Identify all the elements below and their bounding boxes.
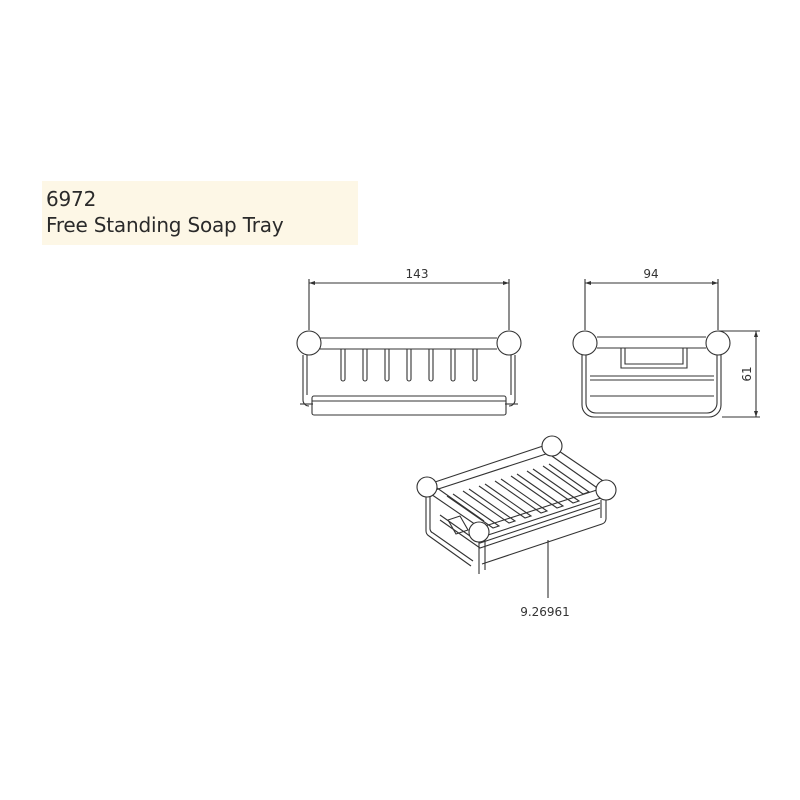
iso-knob-back-left [416,476,438,498]
width-label: 143 [406,267,429,281]
side-view: 94 61 [572,267,760,418]
title-block: 6972 Free Standing Soap Tray [42,181,358,245]
knob-right [496,330,522,356]
product-code: 6972 [46,187,97,211]
height-label: 61 [740,366,754,381]
product-name: Free Standing Soap Tray [46,213,284,237]
front-view: 143 [296,267,522,416]
knob-left [296,330,322,356]
iso-slats [446,463,591,529]
iso-knob-back-right [541,435,563,457]
knob-side-left [572,330,598,356]
knob-side-right [705,330,731,356]
part-label: 9.26961 [520,605,570,619]
isometric-view: 9.26961 [416,435,617,619]
depth-label: 94 [643,267,658,281]
iso-knob-front-right [595,479,617,501]
front-slats [340,349,478,382]
iso-knob-front-left [468,521,490,543]
